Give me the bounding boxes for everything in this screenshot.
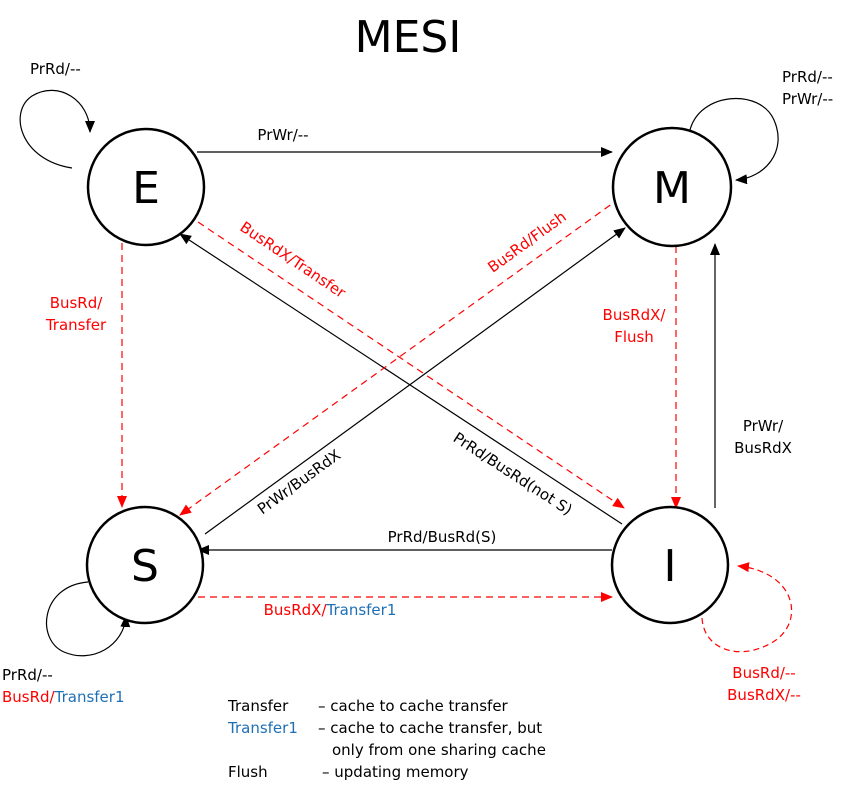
label-s-self-1: PrRd/-- bbox=[2, 666, 53, 684]
label-i-to-s: PrRd/BusRd(S) bbox=[388, 528, 497, 546]
legend-transfer1-desc: – cache to cache transfer, but bbox=[318, 719, 542, 737]
edge-s-to-m bbox=[204, 227, 626, 535]
legend: Transfer – cache to cache transfer Trans… bbox=[227, 697, 546, 781]
e-self-loop bbox=[19, 89, 95, 169]
legend-transfer1-desc2: only from one sharing cache bbox=[332, 741, 546, 759]
label-m-to-s: BusRd/Flush bbox=[484, 208, 569, 277]
state-e: E bbox=[86, 127, 206, 247]
label-s-to-m: PrWr/BusRdX bbox=[254, 446, 344, 518]
label-e-self: PrRd/-- bbox=[30, 60, 81, 78]
label-i-self-2: BusRdX/-- bbox=[727, 686, 801, 704]
i-self-loop bbox=[701, 562, 793, 653]
state-m-label: M bbox=[653, 163, 691, 214]
label-i-to-m-1: PrWr/ bbox=[743, 417, 784, 435]
label-s-self-2: BusRd/Transfer1 bbox=[2, 688, 124, 706]
diagram-title: MESI bbox=[355, 12, 462, 63]
label-e-to-s-2: Transfer bbox=[45, 316, 107, 334]
legend-transfer-desc: – cache to cache transfer bbox=[318, 697, 509, 715]
legend-flush-term: Flush bbox=[228, 763, 268, 781]
label-s-self-2b: Transfer1 bbox=[54, 688, 125, 706]
label-m-to-i-1: BusRdX/ bbox=[603, 306, 667, 324]
m-self-loop bbox=[689, 98, 779, 185]
s-self-loop bbox=[45, 581, 131, 657]
state-s: S bbox=[85, 505, 205, 625]
label-s-to-i-b: Transfer1 bbox=[326, 601, 397, 619]
edge-e-to-i bbox=[197, 221, 625, 509]
label-m-to-i-2: Flush bbox=[614, 328, 654, 346]
legend-transfer1-term: Transfer1 bbox=[227, 719, 298, 737]
label-e-to-i: BusRdX/Transfer bbox=[237, 218, 350, 302]
label-i-to-m-2: BusRdX bbox=[734, 439, 792, 457]
edge-i-to-e bbox=[179, 233, 623, 525]
state-s-label: S bbox=[131, 541, 159, 592]
label-s-self-2a: BusRd/ bbox=[2, 688, 56, 706]
legend-transfer-term: Transfer bbox=[227, 697, 289, 715]
edge-m-to-s bbox=[179, 197, 621, 516]
state-i-label: I bbox=[664, 541, 677, 592]
label-i-to-e: PrRd/BusRd(not S) bbox=[450, 429, 576, 519]
state-e-label: E bbox=[132, 163, 160, 214]
label-m-self-2: PrWr/-- bbox=[782, 90, 833, 108]
label-s-to-i-a: BusRdX/ bbox=[264, 601, 328, 619]
label-e-to-m: PrWr/-- bbox=[257, 126, 308, 144]
label-s-to-i: BusRdX/Transfer1 bbox=[264, 601, 397, 619]
state-m: M bbox=[611, 126, 733, 248]
label-m-self-1: PrRd/-- bbox=[782, 68, 833, 86]
label-i-self-1: BusRd/-- bbox=[732, 664, 795, 682]
legend-flush-desc: – updating memory bbox=[322, 763, 469, 781]
label-e-to-s-1: BusRd/ bbox=[50, 294, 104, 312]
state-i: I bbox=[610, 505, 730, 625]
